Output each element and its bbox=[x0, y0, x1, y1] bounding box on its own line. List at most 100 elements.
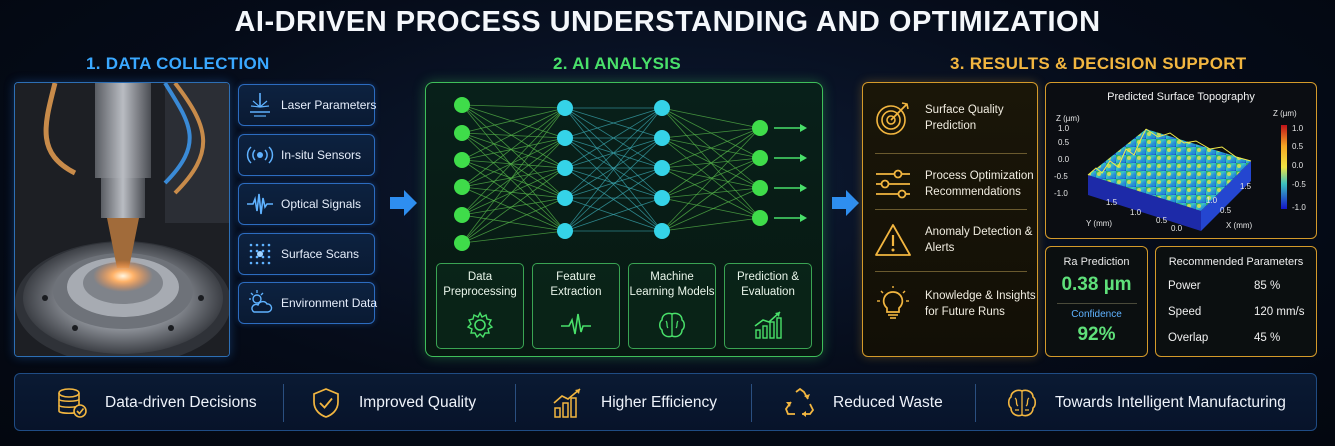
network-connection bbox=[461, 132, 566, 199]
confidence-label: Confidence bbox=[1071, 309, 1122, 320]
benefit-label: Data-driven Decisions bbox=[105, 394, 257, 411]
network-connection bbox=[461, 107, 566, 216]
network-connection bbox=[461, 132, 566, 139]
network-connection bbox=[461, 132, 566, 169]
network-connection bbox=[661, 127, 761, 199]
brain-icon bbox=[1007, 389, 1037, 417]
section-heading-data-collection: 1. DATA COLLECTION bbox=[86, 54, 270, 73]
param-name: Speed bbox=[1168, 306, 1202, 318]
network-node bbox=[557, 130, 573, 146]
result-label: Process Optimization Recommendations bbox=[925, 170, 1034, 198]
warning-icon bbox=[875, 224, 911, 256]
surface-topography-plot: Z (µm) 1.0 0.5 0.0 -0.5 -1.0 Z (µm) 1.0 … bbox=[1054, 109, 1306, 233]
benefit-label: Reduced Waste bbox=[833, 394, 943, 411]
network-node bbox=[557, 223, 573, 239]
y-tick-label: 1.5 bbox=[1106, 198, 1118, 207]
neural-network-diagram bbox=[454, 97, 807, 251]
output-arrow-head bbox=[800, 214, 807, 222]
divider bbox=[875, 209, 1027, 210]
network-connection bbox=[661, 157, 761, 199]
result-label: Knowledge & Insights for Future Runs bbox=[925, 290, 1036, 318]
result-anomaly-detection: Anomaly Detection & Alerts bbox=[863, 209, 1039, 271]
network-connection bbox=[461, 137, 566, 161]
network-connection bbox=[564, 167, 663, 199]
colorbar-tick-label: 0.0 bbox=[1292, 161, 1304, 170]
network-connection bbox=[461, 159, 566, 232]
network-connection bbox=[461, 107, 566, 188]
result-label: Anomaly Detection & Alerts bbox=[925, 226, 1033, 254]
divider bbox=[975, 384, 976, 422]
param-name: Overlap bbox=[1168, 332, 1209, 344]
network-connection bbox=[661, 127, 761, 139]
confidence-value: 92% bbox=[1077, 324, 1116, 345]
network-connection bbox=[661, 187, 761, 199]
z-tick-label: 1.0 bbox=[1058, 124, 1070, 133]
network-node bbox=[454, 235, 470, 251]
page-title: AI-DRIVEN PROCESS UNDERSTANDING AND OPTI… bbox=[234, 6, 1101, 38]
divider bbox=[875, 271, 1027, 272]
network-connection bbox=[564, 137, 663, 199]
colorbar-tick-label: 0.5 bbox=[1292, 142, 1304, 151]
trend-chart-icon bbox=[754, 311, 782, 339]
x-tick-label: 1.5 bbox=[1240, 182, 1252, 191]
network-connection bbox=[461, 214, 566, 232]
stage-label: Feature Extraction bbox=[550, 271, 602, 298]
ra-value: 0.38 µm bbox=[1061, 274, 1132, 295]
network-connection bbox=[661, 197, 761, 219]
network-connection bbox=[461, 137, 566, 244]
network-connection bbox=[564, 107, 663, 169]
colorbar-tick-label: -1.0 bbox=[1292, 203, 1306, 212]
network-connection bbox=[661, 127, 761, 169]
network-node bbox=[752, 120, 768, 136]
section-heading-ai-analysis: 2. AI ANALYSIS bbox=[553, 54, 681, 73]
divider bbox=[515, 384, 516, 422]
divider bbox=[875, 153, 1027, 154]
divider bbox=[1056, 303, 1137, 304]
flow-arrow-icon bbox=[390, 190, 417, 216]
input-optical-signals: Optical Signals bbox=[238, 183, 375, 225]
input-surface-scans: Surface Scans bbox=[238, 232, 375, 275]
network-connection bbox=[461, 230, 566, 244]
y-tick-label: 0.5 bbox=[1156, 216, 1168, 225]
network-node bbox=[654, 130, 670, 146]
divider bbox=[283, 384, 284, 422]
params-header: Recommended Parameters bbox=[1168, 256, 1304, 268]
colorbar-tick-label: 1.0 bbox=[1292, 124, 1304, 133]
network-connection bbox=[461, 104, 566, 169]
sun-cloud-icon bbox=[249, 290, 273, 313]
divider bbox=[751, 384, 752, 422]
benefit-label: Higher Efficiency bbox=[601, 394, 718, 411]
stage-prediction-evaluation: Prediction & Evaluation bbox=[724, 263, 812, 349]
network-connection bbox=[564, 107, 663, 139]
input-label: Optical Signals bbox=[281, 197, 362, 211]
benefit-intelligent-manufacturing: Towards Intelligent Manufacturing bbox=[1005, 374, 1286, 432]
network-node bbox=[454, 125, 470, 141]
benefit-label: Towards Intelligent Manufacturing bbox=[1055, 394, 1286, 411]
network-connection bbox=[661, 217, 761, 232]
x-tick-label: 1.0 bbox=[1206, 196, 1218, 205]
output-arrow-head bbox=[800, 154, 807, 162]
stage-machine-learning-models: Machine Learning Models bbox=[628, 263, 716, 349]
network-connection bbox=[564, 107, 663, 232]
network-connection bbox=[461, 107, 566, 161]
z-axis-label: Z (µm) bbox=[1056, 114, 1080, 123]
y-tick-label: 1.0 bbox=[1130, 208, 1142, 217]
brain-icon bbox=[659, 312, 685, 338]
benefit-data-driven-decisions: Data-driven Decisions bbox=[55, 374, 257, 432]
laser-machine-image bbox=[14, 82, 230, 357]
network-connection bbox=[461, 186, 566, 232]
target-icon bbox=[876, 102, 909, 135]
z-tick-label: -0.5 bbox=[1054, 172, 1068, 181]
colorbar-tick-label: -0.5 bbox=[1292, 180, 1306, 189]
result-surface-quality: Surface Quality Prediction bbox=[863, 87, 1039, 149]
network-connection bbox=[461, 197, 566, 216]
topography-title: Predicted Surface Topography bbox=[1107, 91, 1255, 103]
output-arrow-head bbox=[800, 124, 807, 132]
network-connection bbox=[564, 107, 663, 199]
ra-prediction-card: Ra Prediction 0.38 µm Confidence 92% bbox=[1045, 246, 1148, 357]
benefit-label: Improved Quality bbox=[359, 394, 477, 411]
param-value: 120 mm/s bbox=[1254, 306, 1305, 318]
network-node bbox=[752, 210, 768, 226]
network-connection bbox=[661, 157, 761, 232]
network-node bbox=[557, 160, 573, 176]
